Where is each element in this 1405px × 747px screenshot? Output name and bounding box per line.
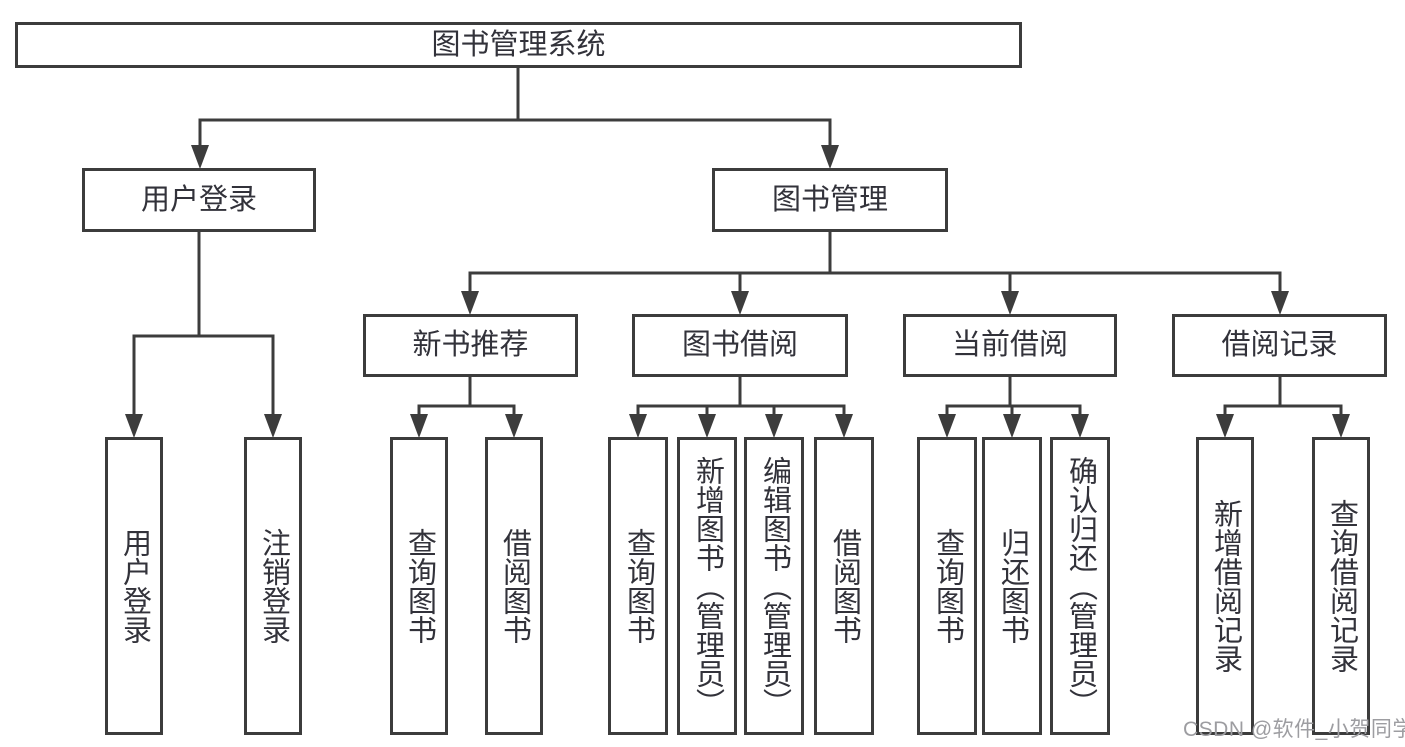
leaf-user-login: 用户登录 <box>105 437 163 735</box>
node-label: 借阅记录 <box>1221 329 1338 361</box>
leaf-query-books-borrow: 查询图书 <box>608 437 668 735</box>
leaf-edit-book-admin: 编辑图书（管理员） <box>744 437 804 735</box>
node-book-management: 图书管理 <box>712 168 948 232</box>
node-label: 查询图书 <box>403 528 436 644</box>
leaf-query-books-current: 查询图书 <box>917 437 977 735</box>
node-label: 图书管理系统 <box>431 28 606 61</box>
leaf-return-books: 归还图书 <box>982 437 1042 735</box>
node-label: 图书管理 <box>771 183 888 216</box>
node-library-management-system: 图书管理系统 <box>15 22 1022 68</box>
leaf-add-borrow-record: 新增借阅记录 <box>1196 437 1254 735</box>
csdn-watermark: CSDN @软件_小贺同学 <box>1183 718 1405 741</box>
node-label: 用户登录 <box>118 528 151 644</box>
node-borrow-records: 借阅记录 <box>1172 314 1387 377</box>
leaf-add-book-admin: 新增图书（管理员） <box>677 437 737 735</box>
node-user-login: 用户登录 <box>82 168 316 232</box>
node-book-borrowing: 图书借阅 <box>632 314 848 377</box>
node-current-borrowing: 当前借阅 <box>903 314 1117 377</box>
node-label: 查询借阅记录 <box>1325 499 1358 673</box>
leaf-logout: 注销登录 <box>244 437 302 735</box>
node-label: 新书推荐 <box>412 329 529 361</box>
node-label: 图书借阅 <box>681 329 798 361</box>
node-label: 当前借阅 <box>951 329 1068 361</box>
node-label: 新增图书（管理员） <box>691 455 724 717</box>
node-label: 借阅图书 <box>498 528 531 644</box>
node-label: 确认归还（管理员） <box>1064 455 1097 717</box>
node-label: 注销登录 <box>257 528 290 644</box>
leaf-borrow-books: 借阅图书 <box>814 437 874 735</box>
leaf-confirm-return-admin: 确认归还（管理员） <box>1050 437 1110 735</box>
node-label: 借阅图书 <box>828 528 861 644</box>
node-label: 归还图书 <box>996 528 1029 644</box>
node-label: 编辑图书（管理员） <box>758 455 791 717</box>
node-label: 用户登录 <box>140 183 257 216</box>
leaf-query-borrow-record: 查询借阅记录 <box>1312 437 1370 735</box>
leaf-query-books-recommend: 查询图书 <box>390 437 448 735</box>
node-new-book-recommend: 新书推荐 <box>363 314 578 377</box>
node-label: 新增借阅记录 <box>1209 499 1242 673</box>
node-label: 查询图书 <box>622 528 655 644</box>
leaf-borrow-books-recommend: 借阅图书 <box>485 437 543 735</box>
node-label: 查询图书 <box>931 528 964 644</box>
